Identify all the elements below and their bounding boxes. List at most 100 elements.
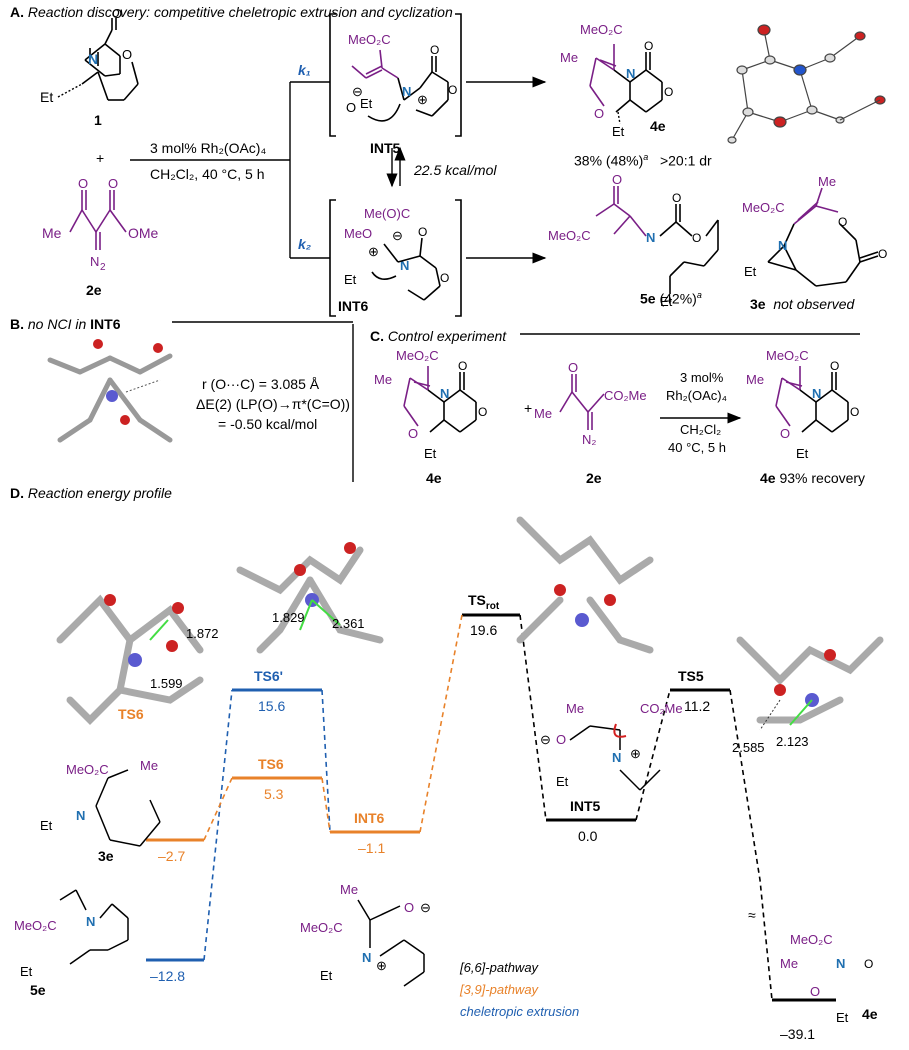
svg-text:MeO₂C: MeO₂C — [766, 348, 809, 363]
level-ts6-value: 5.3 — [264, 786, 284, 802]
svg-text:Et: Et — [320, 968, 333, 983]
svg-text:Et: Et — [424, 446, 437, 461]
svg-text:O: O — [112, 6, 122, 21]
svg-text:⊖: ⊖ — [420, 900, 431, 915]
svg-text:N: N — [440, 386, 449, 401]
svg-text:MeO₂C: MeO₂C — [580, 22, 623, 37]
svg-text:Et: Et — [20, 964, 33, 979]
svg-text:O: O — [594, 106, 604, 121]
svg-text:Me(O)C: Me(O)C — [364, 206, 410, 221]
svg-text:O: O — [878, 247, 887, 261]
section-d-title: D. Reaction energy profile — [10, 485, 172, 501]
yield-4e: 38% (48%)a >20:1 dr — [574, 152, 712, 169]
level-tsrot-name: TSrot — [468, 592, 500, 612]
conditions-bottom: CH₂Cl₂, 40 °C, 5 h — [150, 166, 265, 182]
level-int6-name: INT6 — [354, 810, 385, 826]
svg-text:⊕: ⊕ — [368, 244, 379, 259]
svg-text:O: O — [108, 176, 118, 191]
ts5-3d-model — [736, 636, 884, 724]
product-4e-label: 4e — [650, 118, 666, 134]
svg-text:N: N — [612, 750, 621, 765]
svg-text:O: O — [830, 359, 839, 373]
svg-text:O: O — [556, 732, 566, 747]
dist-1599: 1.599 — [150, 676, 183, 691]
svg-text:MeO₂C: MeO₂C — [790, 932, 833, 947]
svg-text:Me: Me — [818, 174, 836, 189]
level-5e-name: 5e — [30, 982, 46, 998]
svg-text:⊖: ⊖ — [540, 732, 551, 747]
product-3e-note: 3e not observed — [750, 296, 855, 312]
panel-c-plus: + — [524, 400, 533, 416]
int6-3d-model — [47, 353, 173, 443]
level-ts6-name: TS6 — [258, 756, 284, 772]
svg-text:N: N — [626, 66, 635, 81]
svg-text:Et: Et — [660, 294, 673, 309]
svg-text:N: N — [362, 950, 371, 965]
svg-text:O: O — [644, 39, 653, 53]
svg-text:O: O — [408, 426, 418, 441]
svg-text:MeO₂C: MeO₂C — [14, 918, 57, 933]
level-ts6prime-name: TS6' — [254, 668, 284, 684]
level-3e-name: 3e — [98, 848, 114, 864]
svg-text:MeO: MeO — [344, 226, 372, 241]
svg-text:N: N — [90, 254, 99, 269]
ts6prime-3d-model — [236, 546, 384, 654]
compound-1-label: 1 — [94, 112, 102, 128]
svg-text:N: N — [646, 230, 655, 245]
section-c-title: C. Control experiment — [370, 328, 507, 344]
ts6-3d-label: TS6 — [118, 706, 144, 722]
svg-text:OMe: OMe — [128, 225, 159, 241]
svg-text:O: O — [664, 85, 673, 99]
panel-c-cond1: 3 mol% — [680, 370, 724, 385]
level-ts5-name: TS5 — [678, 668, 704, 684]
energy-label-line2: = -0.50 kcal/mol — [218, 416, 318, 432]
svg-text:CO₂Me: CO₂Me — [640, 701, 683, 716]
svg-text:O: O — [838, 215, 847, 229]
int6-label: INT6 — [338, 298, 369, 314]
svg-text:O: O — [430, 43, 439, 57]
svg-text:O: O — [440, 271, 449, 285]
svg-text:Et: Et — [556, 774, 569, 789]
svg-text:Me: Me — [534, 406, 552, 421]
svg-text:O: O — [458, 359, 467, 373]
svg-text:Me: Me — [140, 758, 158, 773]
svg-text:O: O — [864, 957, 873, 971]
dist-1829: 1.829 — [272, 610, 305, 625]
svg-text:MeO₂C: MeO₂C — [300, 920, 343, 935]
svg-text:N: N — [400, 258, 409, 273]
svg-text:Et: Et — [344, 272, 357, 287]
svg-text:Et: Et — [744, 264, 757, 279]
level-int5-name: INT5 — [570, 798, 601, 814]
svg-text:MeO₂C: MeO₂C — [396, 348, 439, 363]
int5-label: INT5 — [370, 140, 401, 156]
svg-text:⊕: ⊕ — [376, 958, 387, 973]
level-int5-value: 0.0 — [578, 828, 598, 844]
svg-text:MeO₂C: MeO₂C — [548, 228, 591, 243]
svg-text:O: O — [78, 176, 88, 191]
svg-text:MeO₂C: MeO₂C — [742, 200, 785, 215]
svg-text:⊕: ⊕ — [630, 746, 641, 761]
svg-text:N: N — [76, 808, 85, 823]
svg-text:O: O — [692, 231, 701, 245]
level-4e-value: –39.1 — [780, 1026, 816, 1042]
svg-text:Me: Me — [340, 882, 358, 897]
level-ts5-value: 11.2 — [684, 698, 711, 714]
compound-2e-structure — [69, 190, 127, 250]
panel-c-reactant-label: 4e — [426, 470, 442, 486]
dist-2123: 2.123 — [776, 734, 809, 749]
xray-structure — [727, 24, 886, 144]
svg-text:CO₂Me: CO₂Me — [604, 388, 647, 403]
k2-label: k₂ — [298, 236, 312, 252]
dist-2361: 2.361 — [332, 616, 365, 631]
svg-text:N₂: N₂ — [582, 432, 596, 447]
energy-profile — [146, 613, 836, 1002]
level-4e-name: 4e — [862, 1006, 878, 1022]
int5-bracket — [329, 13, 462, 137]
svg-text:Me: Me — [560, 50, 578, 65]
ts6-3d-model — [56, 594, 204, 725]
svg-text:N: N — [778, 238, 787, 253]
tsrot-3d-model — [516, 516, 654, 654]
distance-label: r (O···C) = 3.085 Å — [202, 376, 320, 392]
svg-text:O: O — [404, 900, 414, 915]
